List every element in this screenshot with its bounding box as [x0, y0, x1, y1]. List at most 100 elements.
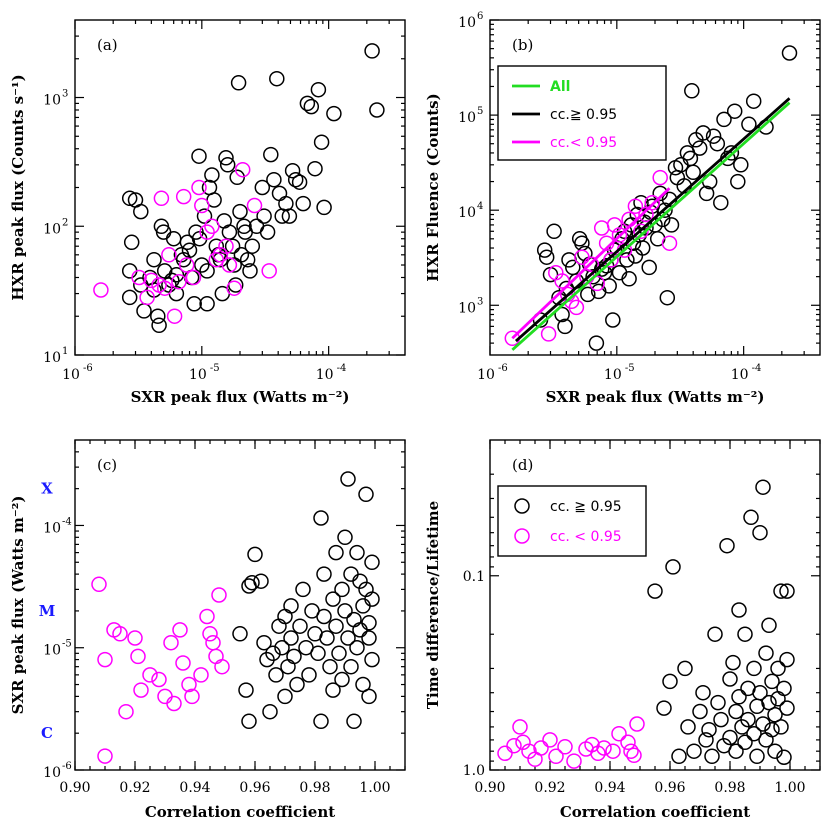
black-point: [770, 660, 786, 677]
black-point: [722, 671, 738, 687]
magenta-point: [208, 251, 225, 268]
black-point: [361, 688, 377, 705]
magenta-point: [218, 238, 234, 254]
x-tick-label: 0.92: [534, 780, 565, 796]
magenta-point: [118, 703, 134, 720]
black-point: [133, 203, 149, 220]
black-point: [186, 296, 202, 312]
magenta-point: [199, 224, 215, 240]
black-point: [680, 719, 696, 735]
black-point: [741, 116, 757, 133]
black-point: [256, 208, 272, 224]
legend-label: cc.≧ 0.95: [550, 107, 617, 123]
magenta-point: [143, 272, 160, 289]
x-tick-exponent: -5: [210, 363, 220, 374]
panel-label: (d): [512, 456, 533, 474]
magenta-point: [652, 169, 668, 186]
y-tick-exponent: 5: [477, 106, 483, 117]
magenta-point: [548, 748, 564, 765]
black-point: [253, 573, 269, 589]
magenta-point: [171, 274, 187, 290]
legend-label: cc. ≧ 0.95: [550, 499, 622, 515]
magenta-point: [161, 247, 177, 263]
black-point: [647, 583, 663, 599]
y-tick-label: 10: [458, 300, 476, 316]
black-point: [295, 581, 311, 598]
y-axis-label: SXR peak flux (Watts m⁻²): [9, 496, 27, 715]
black-point: [334, 581, 350, 598]
magenta-point: [542, 732, 558, 748]
x-tick-exponent: -4: [337, 363, 347, 374]
black-point: [692, 703, 708, 720]
y-tick-label: 10: [458, 15, 476, 31]
magenta-point: [214, 658, 230, 675]
magenta-point: [157, 688, 173, 705]
black-point: [349, 544, 365, 561]
black-point: [191, 148, 207, 164]
black-point: [364, 43, 380, 59]
black-point: [698, 185, 715, 202]
flare-class-label: X: [41, 480, 53, 498]
black-point: [685, 164, 701, 181]
black-point: [755, 479, 771, 495]
black-point: [691, 140, 708, 156]
magenta-point: [142, 667, 158, 683]
black-point: [781, 45, 798, 61]
y-tick-exponent: 1: [62, 346, 68, 357]
magenta-point: [130, 648, 146, 665]
black-point: [761, 694, 777, 711]
magenta-point: [644, 194, 660, 211]
black-point: [322, 658, 338, 675]
black-point: [313, 510, 329, 526]
black-point: [204, 167, 220, 183]
black-point: [701, 721, 717, 738]
black-point: [325, 591, 341, 607]
black-point: [283, 630, 299, 646]
magenta-point: [166, 308, 183, 324]
black-point: [259, 224, 276, 240]
magenta-point: [221, 257, 238, 273]
y-tick-exponent: 3: [477, 296, 483, 307]
magenta-point: [93, 282, 109, 298]
black-point: [262, 703, 278, 720]
black-point: [779, 583, 795, 599]
x-tick-label: 0.96: [239, 780, 270, 796]
black-point: [244, 238, 261, 254]
black-point: [224, 238, 241, 254]
black-point: [737, 734, 753, 751]
black-point: [242, 263, 258, 279]
black-point: [301, 667, 317, 683]
x-tick-exponent: -4: [752, 363, 762, 374]
black-point: [151, 317, 167, 334]
y-tick-label: 10: [43, 520, 61, 536]
magenta-point: [621, 211, 637, 228]
black-point: [746, 660, 762, 677]
y-tick-exponent: -5: [62, 639, 72, 650]
black-point: [659, 289, 676, 306]
black-point: [199, 296, 215, 312]
black-point: [239, 251, 256, 268]
black-point: [221, 224, 238, 240]
black-point: [121, 263, 138, 279]
magenta-point: [611, 227, 628, 243]
x-tick-exponent: -6: [83, 363, 93, 374]
y-tick-label: 10: [458, 205, 476, 221]
black-point: [364, 591, 380, 607]
black-point: [247, 546, 263, 563]
black-point: [764, 721, 780, 738]
black-point: [281, 208, 298, 224]
x-tick-label: 10: [731, 367, 749, 383]
black-point: [277, 688, 293, 705]
y-axis-label: Time difference/Lifetime: [424, 501, 442, 709]
magenta-point: [584, 736, 600, 753]
y-axis-label: HXR peak flux (Counts s⁻¹): [9, 74, 27, 300]
magenta-point: [211, 587, 227, 603]
black-point: [334, 671, 350, 688]
magenta-point: [151, 671, 167, 688]
black-point: [695, 125, 711, 141]
magenta-point: [638, 206, 654, 223]
black-point: [619, 252, 635, 268]
